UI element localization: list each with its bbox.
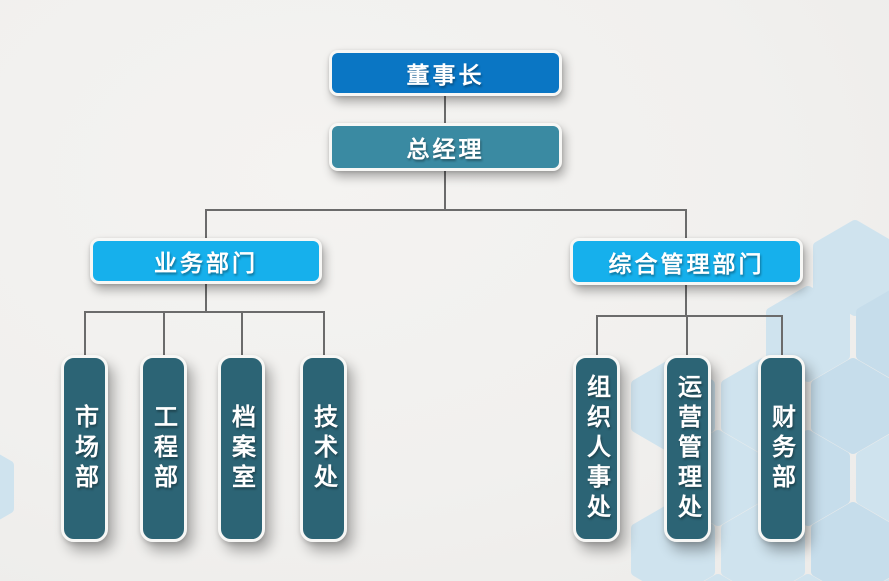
hexagon [856, 290, 889, 378]
dept-technology-label: 技术处 [309, 403, 338, 494]
node-dept-technology: 技术处 [300, 355, 347, 542]
connector-gm-trunk [444, 171, 446, 210]
dept-archives-label: 档案室 [227, 403, 256, 494]
connector-chairman-gm [444, 96, 446, 123]
connector-branch-left-trunk [205, 283, 207, 312]
hexagon [856, 434, 889, 522]
connector-drop-marketing [84, 311, 86, 356]
hexagon [813, 220, 889, 316]
connector-rail-branch-left [205, 209, 207, 239]
dept-operations-label: 运营管理处 [673, 373, 702, 524]
node-dept-operations: 运营管理处 [664, 355, 711, 542]
dept-engineering-label: 工程部 [149, 403, 178, 494]
connector-left-rail [84, 311, 325, 313]
connector-drop-personnel [596, 315, 598, 356]
connector-branch-right-trunk [685, 284, 687, 316]
hexagon [811, 502, 889, 581]
connector-drop-engineering [163, 311, 165, 356]
hexagon [0, 454, 14, 520]
node-general-manager: 总经理 [329, 123, 562, 171]
connector-drop-finance [781, 315, 783, 356]
dept-personnel-label: 组织人事处 [582, 373, 611, 524]
management-branch-label: 综合管理部门 [608, 251, 765, 278]
connector-branch-rail [205, 209, 687, 211]
dept-finance-label: 财务部 [767, 403, 796, 494]
connector-drop-technology [323, 311, 325, 356]
connector-right-rail [596, 315, 782, 317]
connector-drop-archives [241, 311, 243, 356]
hexagon [811, 358, 889, 454]
dept-marketing-label: 市场部 [70, 403, 99, 494]
node-dept-marketing: 市场部 [61, 355, 108, 542]
node-chairman: 董事长 [329, 50, 562, 96]
connector-rail-branch-right [685, 209, 687, 239]
node-dept-personnel: 组织人事处 [573, 355, 620, 542]
business-branch-label: 业务部门 [154, 251, 258, 277]
node-dept-finance: 财务部 [758, 355, 805, 542]
node-dept-archives: 档案室 [218, 355, 265, 542]
node-management-branch: 综合管理部门 [570, 238, 803, 285]
connector-drop-operations [686, 315, 688, 356]
node-dept-engineering: 工程部 [140, 355, 187, 542]
node-business-branch: 业务部门 [90, 238, 322, 284]
general-manager-label: 总经理 [406, 137, 485, 163]
chairman-label: 董事长 [406, 63, 485, 89]
